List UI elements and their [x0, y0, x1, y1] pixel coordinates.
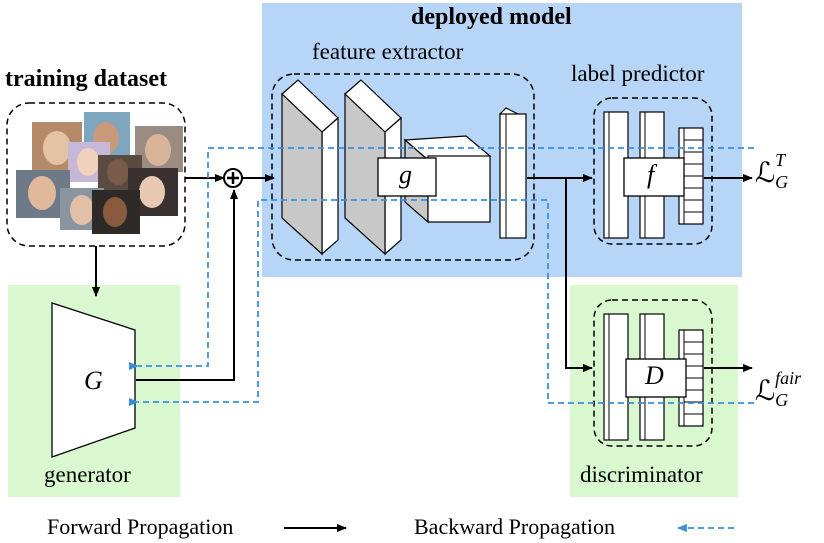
generator-shape [51, 302, 136, 458]
f-box [623, 157, 685, 197]
face-thumbnails [16, 112, 183, 234]
g-symbol: g [399, 160, 412, 189]
face-image [145, 134, 171, 166]
legend-forward-text: Forward Propagation [47, 514, 234, 539]
face-image [107, 159, 129, 185]
D-symbol: D [645, 361, 664, 390]
dense-layer [498, 107, 528, 239]
legend-backward-text: Backward Propagation [414, 514, 615, 539]
feature-extractor-title: feature extractor [312, 39, 464, 64]
label-predictor-box [593, 97, 713, 245]
training-dataset-title: training dataset [5, 66, 167, 92]
g-box [377, 157, 437, 197]
loss-symbol: ℒ [755, 376, 776, 407]
fair-loss-sub: G [775, 390, 789, 410]
forward-arrows [92, 174, 753, 381]
face-image [139, 176, 165, 208]
label-predictor-title: label predictor [571, 61, 705, 86]
task-loss-sub: G [775, 172, 789, 192]
G-symbol: G [84, 366, 103, 395]
face-image [103, 197, 127, 227]
f-symbol: f [647, 160, 655, 189]
discriminator-box [593, 299, 713, 447]
deployed-model-title: deployed model [411, 4, 572, 30]
generator-title: generator [44, 462, 131, 487]
loss-symbol: ℒ [755, 158, 776, 189]
task-loss-sup: T [775, 150, 786, 170]
feature-extractor-box [271, 73, 535, 261]
face-image [70, 195, 94, 225]
conv-layer-1 [281, 79, 339, 256]
discriminator-title: discriminator [580, 462, 703, 487]
face-image [77, 148, 99, 176]
face-image [28, 176, 56, 210]
D-box [625, 358, 687, 398]
add-node [223, 168, 243, 188]
conv-layer-2 [344, 79, 402, 256]
backward-arrows [129, 147, 754, 406]
fair-loss-sup: fair [775, 368, 802, 388]
face-image [43, 131, 71, 165]
